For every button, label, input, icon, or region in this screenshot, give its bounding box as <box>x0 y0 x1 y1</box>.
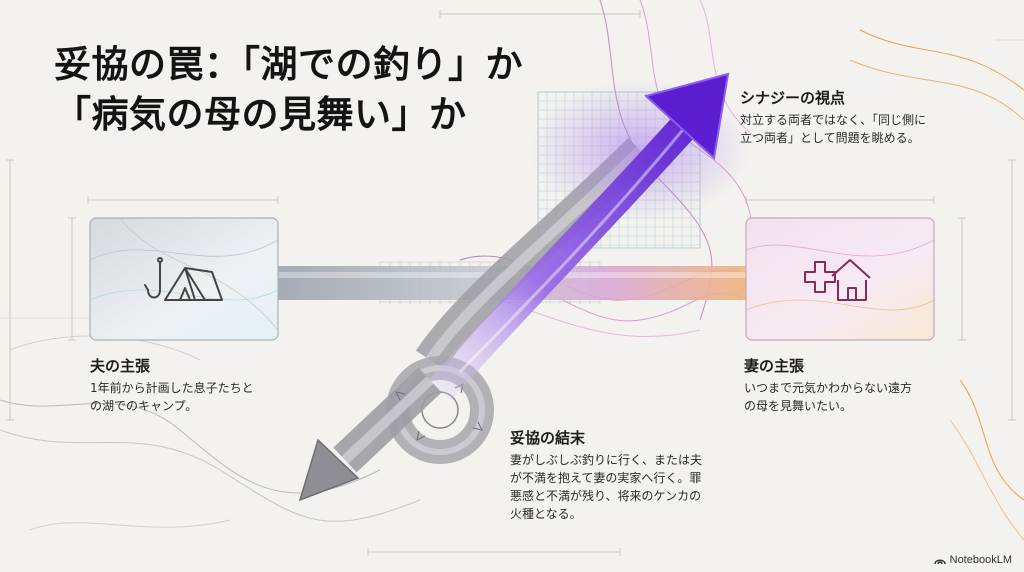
synergy-body: 対立する両者ではなく、「同じ側に 立つ両者」として問題を眺める。 <box>740 111 990 147</box>
wife-body-line-1: いつまで元気かわからない遠方 <box>744 381 913 395</box>
blueprint-frame <box>0 10 1024 556</box>
title-line-2: 「病気の母の見舞い」か <box>54 93 467 136</box>
wife-card <box>745 217 935 341</box>
watermark-text: NotebookLM <box>949 554 1012 566</box>
wife-heading: 妻の主張 <box>744 357 805 375</box>
compromise-body: 妻がしぶしぶ釣りに行く、または夫 が不満を抱えて妻の実家へ行く。罪 悪感と不満が… <box>510 451 770 523</box>
synergy-caption: シナジーの視点 対立する両者ではなく、「同じ側に 立つ両者」として問題を眺める。 <box>740 88 990 147</box>
husband-card <box>89 217 279 341</box>
synergy-body-line-1: 対立する両者ではなく、「同じ側に <box>740 113 927 127</box>
compromise-body-line-3: 悪感と不満が残り、将来のケンカの <box>510 489 702 503</box>
notebooklm-logo-icon <box>933 559 946 564</box>
husband-heading: 夫の主張 <box>90 357 151 375</box>
synergy-body-line-2: 立つ両者」として問題を眺める。 <box>740 131 920 145</box>
notebooklm-watermark: NotebookLM <box>933 554 1012 566</box>
wife-body-line-2: の母を見舞いたい。 <box>744 399 853 413</box>
synergy-arrow <box>428 72 750 400</box>
tent-icon <box>164 267 223 301</box>
compromise-caption: 妥協の結末 妻がしぶしぶ釣りに行く、または夫 が不満を抱えて妻の実家へ行く。罪 … <box>510 428 770 523</box>
medical-cross-icon <box>804 261 836 293</box>
compromise-arrowhead <box>298 438 360 502</box>
synergy-arrowhead <box>643 72 730 160</box>
house-icon <box>831 259 871 301</box>
compromise-body-line-1: 妻がしぶしぶ釣りに行く、または夫 <box>510 453 703 467</box>
title-line-1: 妥協の罠：「湖での釣り」か <box>54 43 523 86</box>
compromise-body-line-2: が不満を抱えて妻の実家へ行く。罪 <box>510 471 702 485</box>
synergy-heading: シナジーの視点 <box>740 89 846 107</box>
wife-body: いつまで元気かわからない遠方 の母を見舞いたい。 <box>744 379 974 415</box>
compromise-heading: 妥協の結末 <box>510 429 586 447</box>
husband-body: 1年前から計画した息子たちと の湖でのキャンプ。 <box>90 379 340 415</box>
wife-caption: 妻の主張 いつまで元気かわからない遠方 の母を見舞いたい。 <box>744 356 974 415</box>
compromise-body-line-4: 火種となる。 <box>510 507 582 521</box>
husband-body-line-1: 1年前から計画した息子たちと <box>90 381 254 395</box>
husband-body-line-2: の湖でのキャンプ。 <box>90 399 198 413</box>
page-title: 妥協の罠：「湖での釣り」か 「病気の母の見舞い」か <box>54 40 523 140</box>
fishing-hook-icon <box>144 257 163 299</box>
husband-caption: 夫の主張 1年前から計画した息子たちと の湖でのキャンプ。 <box>90 356 340 415</box>
